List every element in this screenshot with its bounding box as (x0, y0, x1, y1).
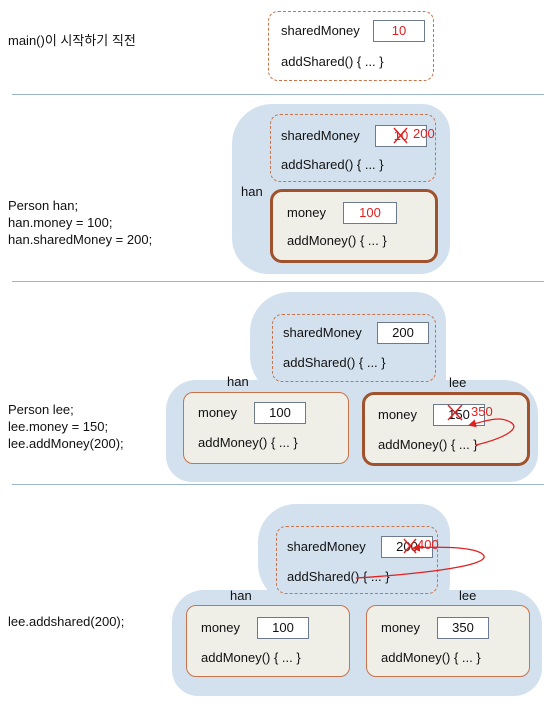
strike-cross-icon (393, 127, 408, 144)
money-label: money (198, 405, 238, 420)
money-value: 350 (437, 617, 489, 639)
section-divider (12, 484, 544, 485)
add-money-method: addMoney() { ... } (381, 650, 481, 665)
add-money-method: addMoney() { ... } (201, 650, 301, 665)
money-label: money (378, 407, 418, 422)
object-name-lee: lee (449, 375, 467, 390)
strike-cross-icon (447, 404, 463, 421)
shared-money-new-value: 400 (417, 537, 439, 552)
static-area-box: sharedMoney 10 200 addShared() { ... } (270, 114, 436, 182)
static-area-box: sharedMoney 200 400 addShared() { ... } (276, 526, 439, 594)
update-arrow-icon (468, 418, 515, 446)
shared-money-label: sharedMoney (283, 325, 362, 340)
static-area-box: sharedMoney 10 addShared() { ... } (268, 11, 434, 81)
money-new-value: 350 (471, 404, 493, 419)
object-name-han: han (241, 184, 263, 199)
add-shared-method: addShared() { ... } (287, 569, 390, 584)
money-value: 100 (257, 617, 309, 639)
money-label: money (287, 205, 327, 220)
money-label: money (381, 620, 421, 635)
shared-money-label: sharedMoney (287, 539, 366, 554)
shared-money-value: 10 (373, 20, 425, 42)
strike-cross-icon (403, 538, 417, 554)
caption-han-creation: Person han; han.money = 100; han.sharedM… (8, 198, 153, 247)
static-area-box: sharedMoney 200 addShared() { ... } (272, 314, 436, 382)
caption-main-before-start: main()이 시작하기 직전 (8, 33, 136, 48)
shared-money-new-value: 200 (413, 126, 435, 141)
money-label: money (201, 620, 241, 635)
money-value: 100 (343, 202, 397, 224)
add-money-method: addMoney() { ... } (378, 437, 478, 452)
add-shared-method: addShared() { ... } (283, 355, 386, 370)
section-divider (12, 94, 544, 95)
section-divider (12, 281, 544, 282)
shared-money-label: sharedMoney (281, 128, 360, 143)
han-object: money 100 addMoney() { ... } (186, 605, 350, 677)
han-object: money 100 addMoney() { ... } (270, 189, 438, 263)
add-money-method: addMoney() { ... } (287, 233, 387, 248)
object-name-han: han (230, 588, 252, 603)
money-value: 100 (254, 402, 306, 424)
caption-add-shared-call: lee.addshared(200); (8, 614, 125, 629)
add-shared-method: addShared() { ... } (281, 157, 384, 172)
shared-money-label: sharedMoney (281, 23, 360, 38)
update-arrow-icon (355, 543, 485, 579)
add-shared-method: addShared() { ... } (281, 54, 384, 69)
caption-lee-creation: Person lee; lee.money = 150; lee.addMone… (8, 402, 124, 451)
add-money-method: addMoney() { ... } (198, 435, 298, 450)
lee-object: money 150 350 addMoney() { ... } (362, 392, 530, 466)
lee-object: money 350 addMoney() { ... } (366, 605, 530, 677)
object-name-lee: lee (459, 588, 477, 603)
object-name-han: han (227, 374, 249, 389)
han-object: money 100 addMoney() { ... } (183, 392, 349, 464)
shared-money-value: 200 (377, 322, 429, 344)
